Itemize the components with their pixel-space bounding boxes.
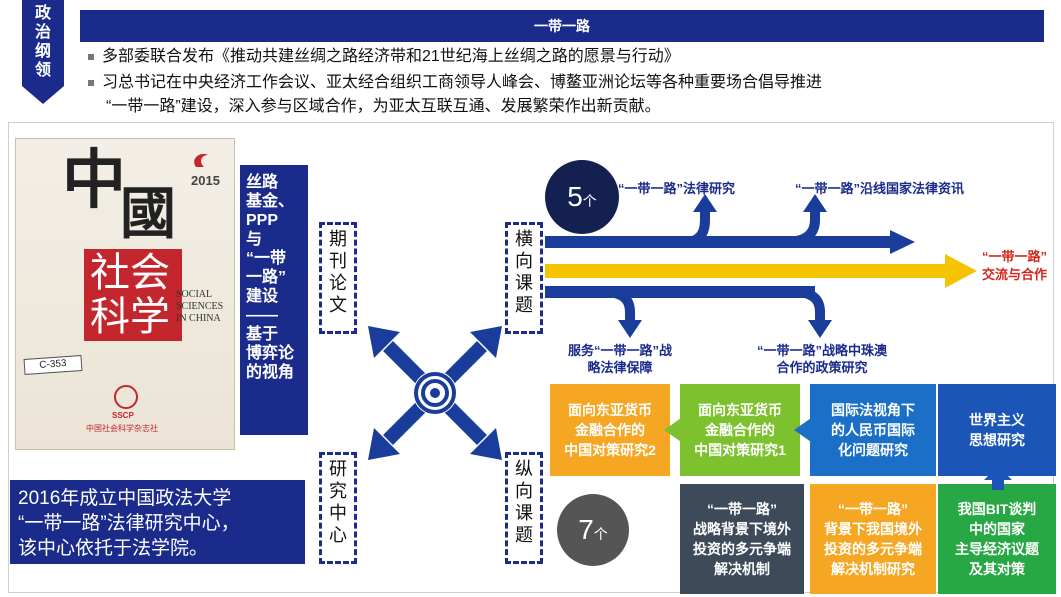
up-arrow-icon [984,466,1012,490]
cover-english-line: SCIENCES [176,301,224,312]
left-arrow-icon [794,416,826,444]
vertical-project-card: 面向东亚货币 金融合作的 中国对策研究1 [680,384,800,476]
left-arrow-icon [664,416,696,444]
horizontal-topic: “一带一路”战略中珠澳 合作的政策研究 [757,342,887,376]
side-label-char: 纲 [34,43,51,60]
bullet-continuation: “一带一路”建设，深入参与区域合作，为亚太互联互通、发展繁荣作出新贡献。 [106,98,661,115]
bullet-text: 多部委联合发布《推动共建丝绸之路经济带和21世纪海上丝绸之路的愿景与行动》 [102,48,680,65]
journal-paper-label: 期刊论文 [319,222,357,334]
label-char: 纵 [515,459,533,479]
paper-title-line: —— [246,307,278,324]
horizontal-topic-highlight: “一带一路” 交流与合作 [982,248,1047,284]
vertical-project-card: 国际法视角下 的人民币国际 化问题研究 [810,384,936,476]
content-frame [8,122,1054,593]
paper-title-line: 基于 [246,326,279,343]
label-char: 课 [515,273,533,293]
topic-line: 略法律保障 [587,360,653,375]
cover-red-text: 科学 [90,294,170,339]
label-char: 横 [515,229,533,249]
horizontal-topic: 服务“一带一路”战 略法律保障 [568,342,672,376]
cover-red-text: 社会 [90,250,170,295]
horizontal-project-arrows [545,194,977,338]
bullet-item: 习总书记在中央经济工作会议、亚太经合组织工商领导人峰会、博鳌亚洲论坛等各种重要场… [88,72,822,94]
count-number: 7 [578,514,594,545]
side-label-char: 领 [34,62,51,79]
vertical-project-label: 纵向课题 [505,452,543,564]
magazine-cover: 2015 中 國 社会 科学 SOCIAL SCIENCES IN CHINA … [15,138,235,450]
political-program-label: 政 治 纲 领 [22,0,64,86]
bullet-item: 多部委联合发布《推动共建丝绸之路经济带和21世纪海上丝绸之路的愿景与行动》 [88,46,680,68]
label-char: 期 [329,229,347,249]
publisher-badge-icon [114,385,138,409]
bullet-icon [88,79,94,86]
label-char: 究 [329,481,347,501]
highlight-line: 交流与合作 [982,267,1048,282]
vertical-project-card: “一带一路” 战略背景下境外 投资的多元争端 解决机制 [680,484,804,594]
badge-text: SSCP [112,411,134,420]
horizontal-topic: “一带一路”法律研究 [618,181,736,196]
topic-line: 服务“一带一路”战 [568,343,673,358]
vertical-project-card: 面向东亚货币 金融合作的 中国对策研究2 [550,384,670,476]
label-char: 向 [515,251,533,271]
label-char: 研 [329,459,347,479]
description-line: 该中心依托于法学院。 [18,538,209,559]
paper-title-line: “一带 [246,250,287,267]
publisher-name: 中国社会科学杂志社 [86,424,158,433]
count-number: 5 [567,181,583,212]
cover-title-char: 中 [62,145,126,216]
horizontal-topic: “一带一路”沿线国家法律资讯 [795,181,965,196]
label-char: 论 [329,273,347,293]
description-line: “一带一路”法律研究中心， [18,513,240,534]
topic-line: “一带一路”战略中珠澳 [757,343,888,358]
cover-english-line: SOCIAL [176,289,213,300]
cover-red-block: 社会 科学 [84,249,182,341]
paper-title-line: PPP [246,212,279,229]
paper-title-line: 一路” [246,269,287,286]
label-char: 心 [329,525,347,545]
label-char: 文 [329,295,347,315]
side-label-char: 政 [34,5,51,22]
description-line: 2016年成立中国政法大学 [18,488,232,509]
label-char: 刊 [329,251,347,271]
highlight-line: “一带一路” [982,249,1048,264]
cover-title-char: 國 [120,184,176,246]
paper-title-line: 博弈论 [246,345,295,362]
vertical-project-card: 世界主义 思想研究 [938,384,1056,476]
count-unit: 个 [593,526,608,542]
count-unit: 个 [582,193,597,209]
cover-year: 2015 [191,173,220,188]
research-center-label: 研究中心 [319,452,357,564]
paper-title-line: 的视角 [246,364,295,381]
bullet-icon [88,53,94,60]
page-title: 一带一路 [80,10,1044,42]
four-way-arrows-icon [368,326,502,460]
paper-title-line: 与 [246,231,263,248]
label-char: 中 [329,503,347,523]
side-label-char: 治 [34,24,51,41]
cover-sticker: C-353 [23,354,83,376]
paper-title-line: 建设 [246,288,279,305]
label-char: 课 [515,503,533,523]
cover-logo-icon [186,149,220,171]
bullet-text: 习总书记在中央经济工作会议、亚太经合组织工商领导人峰会、博鳌亚洲论坛等各种重要场… [102,74,823,91]
topic-line: 合作的政策研究 [776,360,868,375]
cover-english-line: IN CHINA [176,313,221,324]
label-char: 向 [515,481,533,501]
vertical-project-card: 我国BIT谈判 中的国家 主导经济议题 及其对策 [938,484,1056,594]
research-center-description: 2016年成立中国政法大学 “一带一路”法律研究中心， 该中心依托于法学院。 [10,480,305,564]
paper-title-line: 丝路 [246,174,279,191]
journal-paper-title: 丝路 基金、 PPP 与 “一带 一路” 建设 —— 基于 博弈论 的视角 [240,165,308,435]
vertical-project-card: “一带一路” 背景下我国境外 投资的多元争端 解决机制研究 [810,484,936,594]
down-arrow-icon [22,86,64,104]
label-char: 题 [515,295,533,315]
paper-title-line: 基金、 [246,193,295,210]
label-char: 题 [515,525,533,545]
horizontal-project-label: 横向课题 [505,222,543,334]
cover-english-title: SOCIAL SCIENCES IN CHINA [176,289,223,325]
